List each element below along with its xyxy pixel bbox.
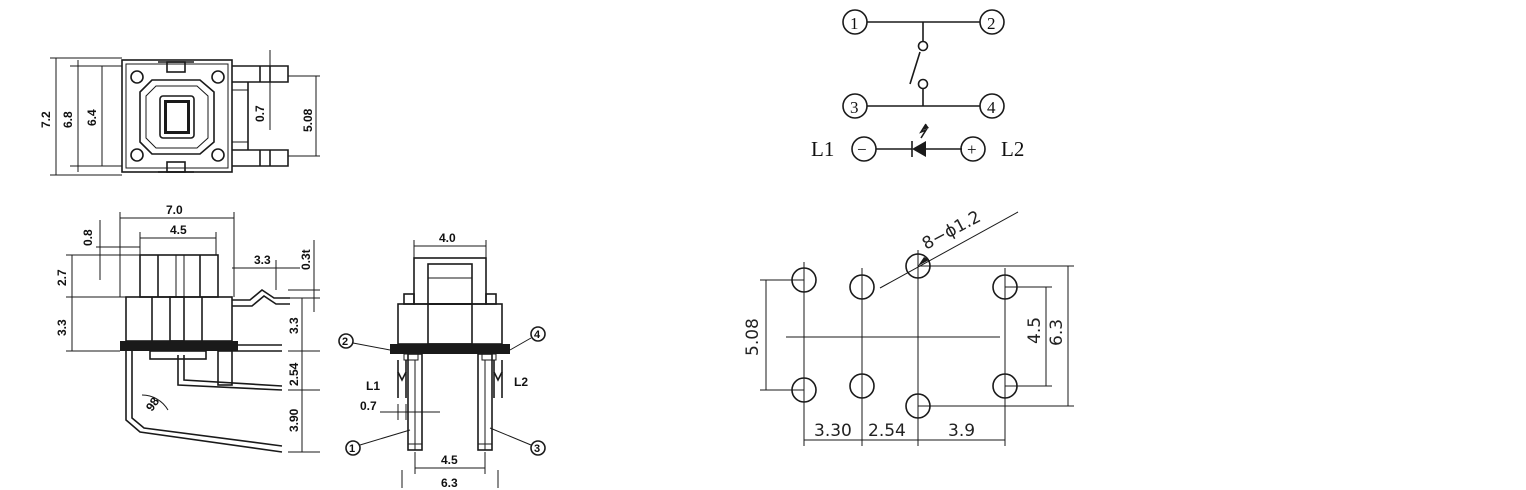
label-l2-front: L2 [514,375,528,389]
dim-4-5-side: 4.5 [170,223,187,237]
schematic-label-l2: L2 [1001,137,1024,161]
dim-2-54-pcb: 2.54 [868,421,906,441]
dim-6-4: 6.4 [85,109,99,126]
dim-4-0: 4.0 [439,231,456,245]
plus-sign: + [967,140,977,159]
dim-7-2: 7.2 [39,111,53,128]
dim-5-08-pcb: 5.08 [743,318,763,356]
dim-0-8: 0.8 [81,229,95,246]
callout-4: 4 [534,329,541,341]
dim-3-9: 3.9 [948,421,975,441]
dim-5-08-top: 5.08 [301,108,315,132]
schematic-label-l1: L1 [811,137,834,161]
dim-4-5-pcb: 4.5 [1025,317,1045,344]
dim-4-5-front: 4.5 [441,453,458,467]
callout-3: 3 [534,443,540,455]
dim-0-3t: 0.3t [299,249,313,270]
side-view: 98 7.0 4.5 0.8 2.7 3.3 3.3 0.3t 3.3 [55,203,320,453]
dim-0-7-top: 0.7 [253,105,267,122]
led-diode-icon [912,141,926,157]
dim-3-30: 3.30 [814,421,852,441]
pcb-layout: 5.08 4.5 6.3 3.30 2.54 3.9 8−ϕ1.2 [743,207,1074,446]
dim-6-3-pcb: 6.3 [1047,319,1067,346]
schematic-pin-1: 1 [850,14,859,33]
schematic-pin-4: 4 [987,98,996,117]
schematic-pin-2: 2 [987,14,996,33]
dim-7-0: 7.0 [166,203,183,217]
front-view: 4.0 0.7 4.5 6.3 2 4 1 3 L1 L2 [338,231,546,490]
dim-3-3-top: 3.3 [254,253,271,267]
schematic: 1 2 3 4 L1 − + L2 [811,9,1024,162]
schematic-pin-3: 3 [850,98,859,117]
dim-6-3-front: 6.3 [441,476,458,490]
dim-0-7-front: 0.7 [360,399,377,413]
callout-2: 2 [342,336,348,348]
angle-label: 98 [143,394,162,413]
dim-3-3-left: 3.3 [55,319,69,336]
dim-3-3-right: 3.3 [287,317,301,334]
top-view: 7.2 6.8 6.4 0.7 5.08 [39,50,320,176]
minus-sign: − [857,140,867,159]
dim-2-54-side: 2.54 [287,362,301,386]
dim-3-90: 3.90 [287,408,301,432]
label-l1-front: L1 [366,379,380,393]
callout-1: 1 [349,443,355,455]
dim-2-7: 2.7 [55,269,69,286]
hole-spec: 8−ϕ1.2 [919,207,984,254]
dim-6-8: 6.8 [61,111,75,128]
